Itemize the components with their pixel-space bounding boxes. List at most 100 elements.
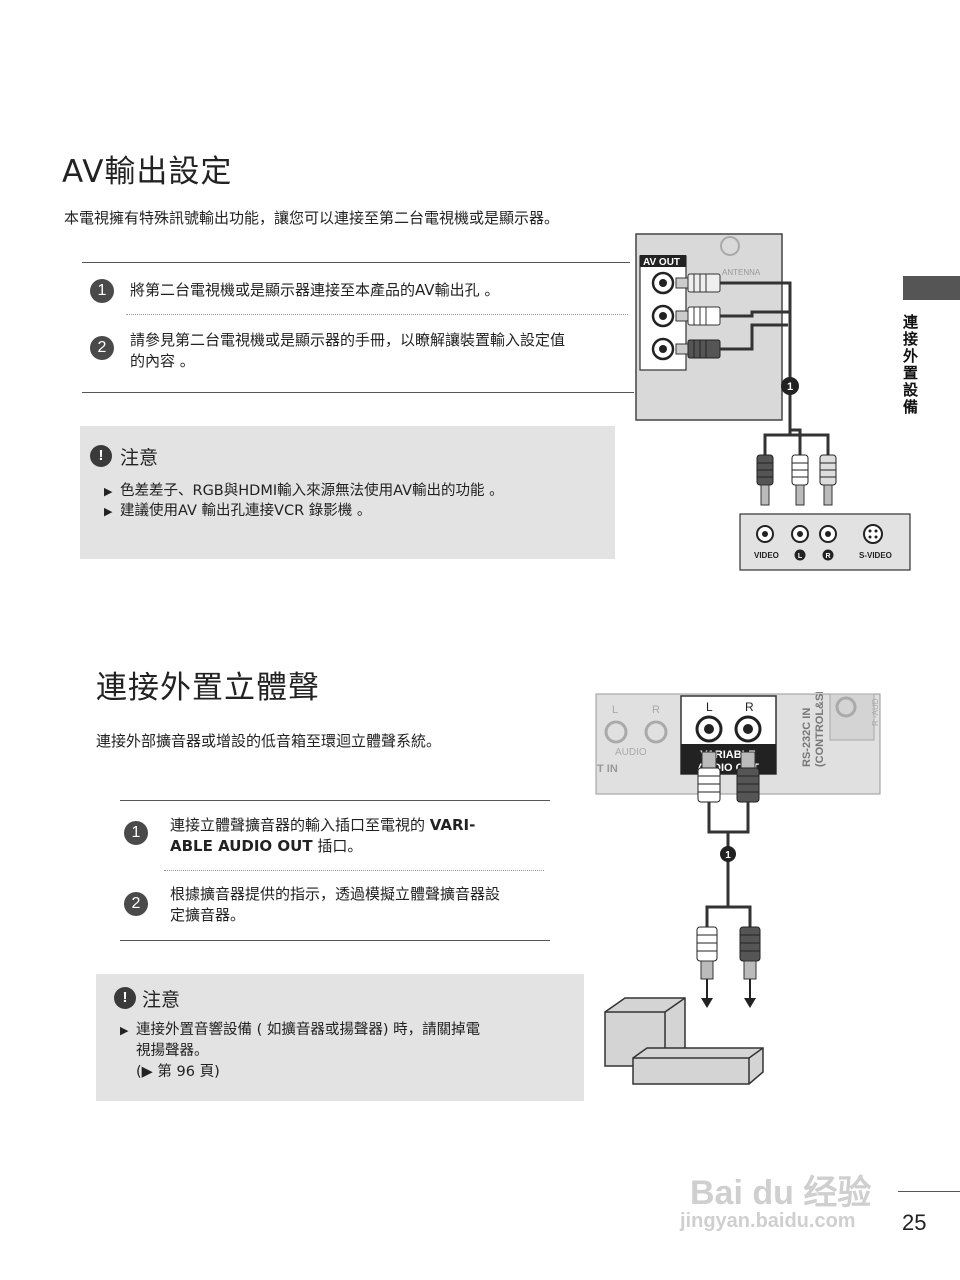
- jack-center: [659, 279, 667, 287]
- plug-right-bottom: [739, 926, 761, 1008]
- step-text-line: 根據擴音器提供的指示，透過模擬立體聲擴音器設: [170, 885, 501, 903]
- step-number-badge: 1: [124, 821, 148, 845]
- note-item: ▶ 連接外置音響設備 ( 如擴音器或揚聲器) 時，請關掉電 視揚聲器。 (▶ 第 …: [120, 1020, 570, 1083]
- watermark-brand: Bai du 经验: [690, 1174, 872, 1212]
- plug-left-bottom: [696, 926, 718, 1008]
- in-label: T IN: [597, 763, 618, 775]
- jack-center: [743, 724, 753, 734]
- stereo-steps-divider: [164, 870, 544, 871]
- arrow-down-icon: [744, 998, 756, 1008]
- watermark-url: jingyan.baidu.com: [680, 1210, 856, 1232]
- callout-badge: [781, 377, 799, 395]
- device-label-r: R: [825, 553, 830, 560]
- side-tab-marker: [903, 276, 960, 300]
- plug-right-top: [736, 751, 760, 803]
- note-item-text: 建議使用AV 輸出孔連接VCR 錄影機 。: [120, 503, 372, 519]
- bullet-arrow-icon: ▶: [104, 505, 113, 518]
- vertical-plug-left: [791, 454, 809, 506]
- note-item-text: 連接外置音響設備 ( 如擴音器或揚聲器) 時，請關掉電: [136, 1022, 481, 1038]
- av-intro-text: 本電視擁有特殊訊號輸出功能，讓您可以連接至第二台電視機或是顯示器。: [64, 209, 560, 227]
- faded-jack: [604, 720, 628, 744]
- antenna-jack-icon: [720, 236, 740, 256]
- device-label-r-badge: [822, 549, 834, 561]
- av-section-title: AV輸出設定: [62, 154, 233, 190]
- step-number-badge: 1: [90, 279, 114, 303]
- note-title: 注意: [120, 447, 159, 469]
- vertical-plug-video: [756, 454, 774, 506]
- stereo-intro-text: 連接外部擴音器或增設的低音箱至環迴立體聲系統。: [96, 732, 442, 750]
- jack-center: [659, 345, 667, 353]
- footer-rule: [898, 1191, 960, 1192]
- side-tab-label: 連接外置設備: [901, 314, 919, 416]
- bullet-arrow-icon: ▶: [120, 1024, 129, 1037]
- amplifier-speaker-illustration: [604, 997, 764, 1085]
- step-text-bold: ABLE AUDIO OUT: [170, 837, 313, 855]
- middle-plug: [675, 306, 721, 326]
- note-item-line: ▶ 連接外置音響設備 ( 如擴音器或揚聲器) 時，請關掉電: [120, 1020, 570, 1041]
- step-text: 將第二台電視機或是顯示器連接至本產品的AV輸出孔 。: [130, 281, 500, 299]
- device-jacks: [756, 524, 883, 544]
- rs232-label: RS-232C IN: [801, 708, 813, 767]
- av-steps-top-rule: [82, 262, 630, 263]
- bottom-plug: [675, 339, 721, 359]
- note-item: ▶ 建議使用AV 輸出孔連接VCR 錄影機 。: [104, 501, 371, 522]
- step-text: 連接立體聲擴音器的輸入插口至電視的 VARI- ABLE AUDIO OUT 插…: [170, 815, 550, 857]
- warning-icon: !: [114, 987, 136, 1009]
- stereo-steps-top-rule: [120, 800, 550, 801]
- device-label-l: L: [798, 553, 803, 560]
- arrow-down-icon: [701, 998, 713, 1008]
- av-out-label: AV OUT: [643, 257, 680, 268]
- stereo-steps-bottom-rule: [120, 940, 550, 941]
- note-title: 注意: [142, 989, 181, 1011]
- av-out-label-bg: [640, 255, 686, 267]
- plug-left-top: [697, 751, 721, 803]
- callout-badge: [720, 846, 736, 862]
- stereo-cable: [705, 802, 752, 927]
- vertical-plug-right: [819, 454, 837, 506]
- step-text-span: 插口。: [317, 837, 363, 855]
- control-label: (CONTROL&SE: [814, 692, 826, 767]
- step-text-line: ABLE AUDIO OUT 插口。: [170, 836, 550, 857]
- stereo-section-title: 連接外置立體聲: [96, 670, 320, 706]
- step-text-line: 請參見第二台電視機或是顯示器的手冊，以瞭解讓裝置輸入設定值: [130, 331, 566, 349]
- faded-l-label: L: [612, 704, 618, 716]
- bullet-arrow-icon: ▶: [104, 485, 113, 498]
- step-text-bold: VARI-: [429, 816, 476, 834]
- faded-jack: [835, 696, 857, 718]
- step-number-badge: 2: [124, 892, 148, 916]
- jack-center: [704, 724, 714, 734]
- callout-number: 1: [725, 850, 731, 861]
- step-text-line: 的內容 。: [130, 352, 195, 370]
- device-label-svideo: S-VIDEO: [859, 551, 892, 560]
- note-item-line: (▶ 第 96 頁): [136, 1064, 220, 1080]
- faded-r-label: R: [652, 704, 660, 716]
- note-item-line: 視揚聲器。: [136, 1043, 209, 1059]
- note-item: ▶ 色差差子、RGB與HDMI輸入來源無法使用AV輸出的功能 。: [104, 481, 504, 502]
- audio-label: AUDIO: [615, 747, 647, 758]
- r-audio-label: R -AUD: [871, 698, 880, 726]
- av-note-box: ! 注意 ▶ 色差差子、RGB與HDMI輸入來源無法使用AV輸出的功能 。 ▶ 建議…: [80, 426, 615, 559]
- av-connection-diagram: ANTENNA AV OUT 1: [635, 233, 911, 571]
- page-number: 25: [902, 1210, 927, 1235]
- step-text-line: 定擴音器。: [170, 906, 246, 924]
- warning-icon: !: [90, 445, 112, 467]
- step-text: 請參見第二台電視機或是顯示器的手冊，以瞭解讓裝置輸入設定值 的內容 。: [130, 330, 630, 372]
- faded-jack: [644, 720, 668, 744]
- device-label-l-badge: [794, 549, 806, 561]
- callout-number: 1: [787, 381, 793, 393]
- step-text: 根據擴音器提供的指示，透過模擬立體聲擴音器設 定擴音器。: [170, 884, 550, 926]
- step-number-badge: 2: [90, 336, 114, 360]
- variable-label-bg: [681, 744, 776, 774]
- av-steps-divider: [126, 314, 628, 315]
- note-item-text: 色差差子、RGB與HDMI輸入來源無法使用AV輸出的功能 。: [120, 483, 504, 499]
- stereo-note-box: ! 注意 ▶ 連接外置音響設備 ( 如擴音器或揚聲器) 時，請關掉電 視揚聲器。 …: [96, 974, 584, 1101]
- device-label-video: VIDEO: [754, 551, 779, 560]
- antenna-label: ANTENNA: [722, 268, 761, 277]
- stereo-connection-diagram: L R AUDIO T IN L R VARIABLE AUDIO OUT RS…: [595, 692, 881, 1085]
- top-plug: [675, 273, 721, 293]
- step-text-span: 連接立體聲擴音器的輸入插口至電視的: [170, 816, 430, 834]
- step-text-line: 連接立體聲擴音器的輸入插口至電視的 VARI-: [170, 815, 550, 836]
- jack-center: [659, 312, 667, 320]
- av-steps-bottom-rule: [82, 392, 634, 393]
- jack-l-label: L: [706, 700, 713, 714]
